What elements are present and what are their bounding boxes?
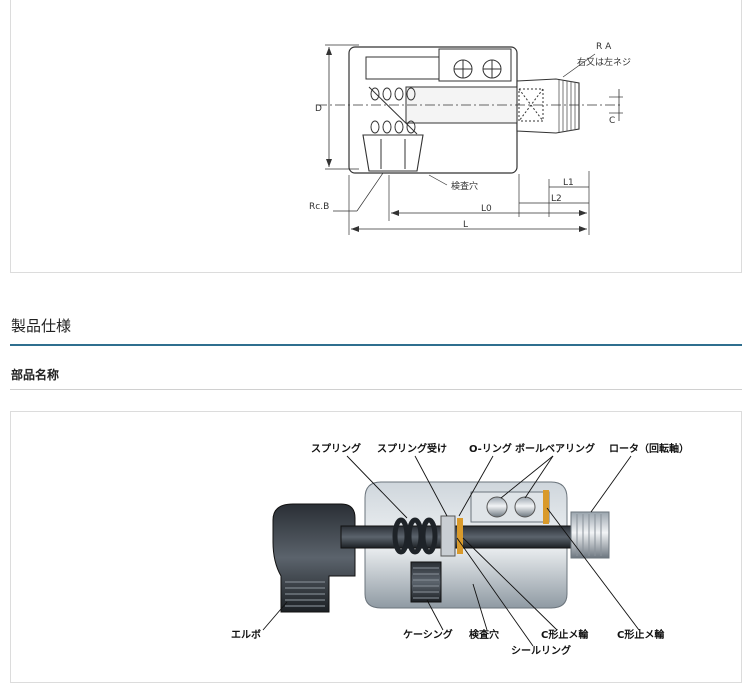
label-spring-seat: スプリング受け bbox=[377, 442, 447, 455]
section-divider bbox=[10, 344, 742, 346]
parts-illustration: スプリング スプリング受け O-リング ボールベアリング ロータ（回転軸） エル… bbox=[231, 442, 689, 657]
spring-coils bbox=[368, 86, 418, 135]
seal-ring bbox=[457, 518, 463, 554]
thread-note-ra: R A bbox=[596, 42, 612, 52]
dimension-drawing: D C R A 右又は左ネジ Rc.B 検査穴 L1 L2 L0 bbox=[309, 42, 631, 235]
dim-l0-label: L0 bbox=[481, 204, 492, 214]
subsection-title: 部品名称 bbox=[11, 368, 60, 382]
dimension-drawing-panel: D C R A 右又は左ネジ Rc.B 検査穴 L1 L2 L0 bbox=[10, 0, 742, 273]
dim-l1-label: L1 bbox=[563, 178, 574, 188]
ball-bearing-2 bbox=[514, 496, 536, 518]
casing-port bbox=[410, 561, 442, 603]
ball-bearing-1 bbox=[486, 496, 508, 518]
label-ball-bearing: ボールベアリング bbox=[515, 442, 595, 455]
subsection-divider bbox=[10, 389, 742, 390]
label-rotor: ロータ（回転軸） bbox=[609, 442, 689, 455]
dim-inspection-hole-label: 検査穴 bbox=[451, 180, 478, 192]
label-seal-ring: シールリング bbox=[511, 644, 571, 657]
bearing-housing bbox=[470, 491, 550, 523]
elbow bbox=[272, 503, 356, 613]
section-title: 製品仕様 bbox=[11, 317, 72, 335]
label-elbow: エルボ bbox=[231, 628, 261, 641]
c-ring-marker bbox=[543, 490, 549, 524]
label-inspection-hole: 検査穴 bbox=[469, 628, 499, 641]
dim-l-label: L bbox=[463, 220, 468, 230]
label-spring: スプリング bbox=[311, 442, 361, 455]
label-c-ring-2: C形止メ輪 bbox=[617, 628, 665, 641]
dim-c-label: C bbox=[609, 116, 615, 126]
port-rc bbox=[362, 134, 424, 172]
dim-rcb-label: Rc.B bbox=[309, 202, 329, 212]
dim-l2-label: L2 bbox=[551, 194, 562, 204]
label-casing: ケーシング bbox=[403, 628, 453, 641]
label-c-ring-1: C形止メ輪 bbox=[541, 628, 589, 641]
parts-illustration-panel: スプリング スプリング受け O-リング ボールベアリング ロータ（回転軸） エル… bbox=[10, 411, 742, 683]
dim-d-label: D bbox=[315, 104, 322, 114]
spring-seat bbox=[440, 515, 456, 557]
thread-note-direction: 右又は左ネジ bbox=[577, 56, 631, 68]
label-o-ring: O-リング bbox=[469, 442, 512, 455]
spring bbox=[392, 517, 438, 555]
